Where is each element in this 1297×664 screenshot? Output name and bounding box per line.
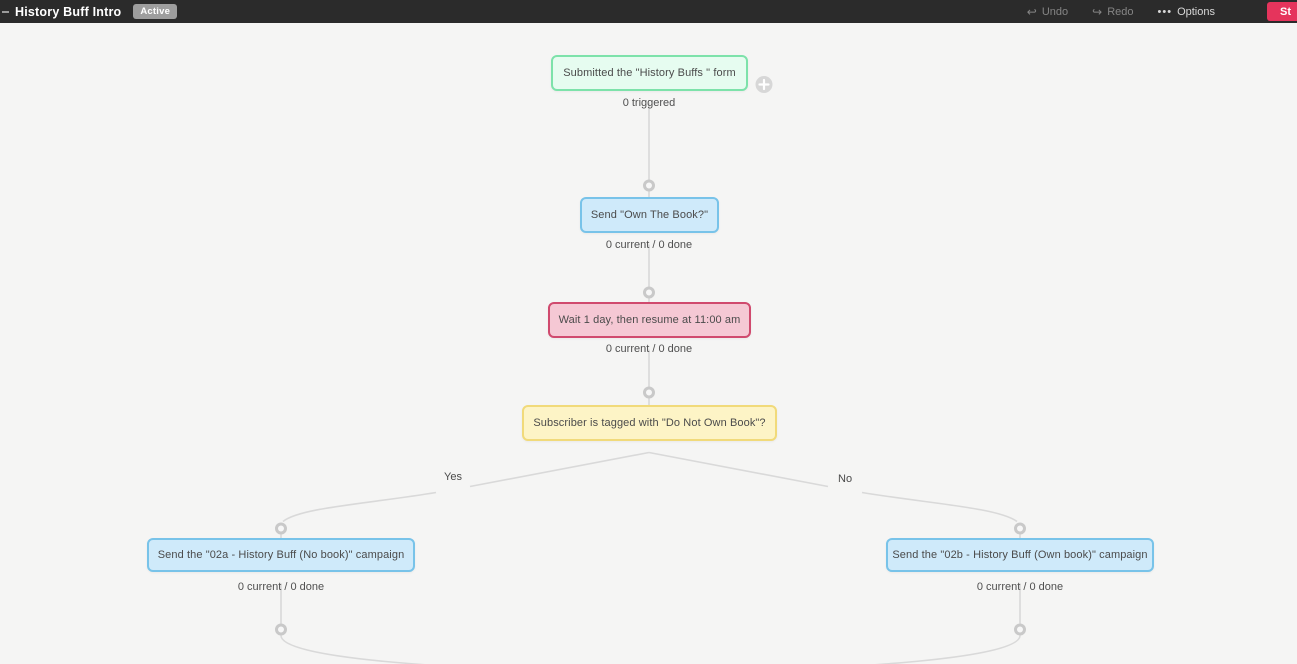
connector-wires bbox=[275, 76, 1026, 664]
wire-right-merge bbox=[874, 635, 1021, 664]
automation-canvas: Submitted the "History Buffs " form 0 tr… bbox=[0, 23, 1297, 664]
campaign-no-book-stat: 0 current / 0 done bbox=[237, 581, 325, 593]
campaign-node-own-book[interactable]: Send the "02b - History Buff (Own book)"… bbox=[886, 538, 1154, 572]
status-badge: Active bbox=[133, 4, 178, 19]
connector-dot[interactable] bbox=[643, 286, 655, 299]
workflow-title[interactable]: History Buff Intro bbox=[15, 4, 122, 19]
undo-icon: ↩ bbox=[1026, 4, 1037, 19]
wire-left-merge bbox=[280, 635, 426, 664]
plus-icon bbox=[758, 78, 770, 91]
topbar-actions: ↩ Undo ↪ Redo ••• Options bbox=[1027, 6, 1215, 18]
branch-label-no: No bbox=[834, 473, 857, 485]
condition-node-label: Subscriber is tagged with "Do Not Own Bo… bbox=[533, 417, 766, 429]
connector-dot[interactable] bbox=[1014, 623, 1026, 636]
send-email-node-label: Send "Own The Book?" bbox=[590, 209, 709, 221]
campaign-node-no-book[interactable]: Send the "02a - History Buff (No book)" … bbox=[147, 538, 415, 572]
stop-button[interactable]: St bbox=[1267, 2, 1297, 21]
trigger-stat: 0 triggered bbox=[622, 97, 676, 109]
undo-label: Undo bbox=[1041, 5, 1069, 18]
campaign-own-book-stat: 0 current / 0 done bbox=[976, 581, 1064, 593]
connector-dot[interactable] bbox=[643, 386, 655, 399]
redo-label: Redo bbox=[1107, 5, 1134, 18]
delay-stat: 0 current / 0 done bbox=[605, 343, 693, 355]
options-button[interactable]: ••• Options bbox=[1158, 6, 1215, 18]
add-node-button[interactable] bbox=[755, 76, 773, 93]
wire-branch-no-lower bbox=[861, 491, 1018, 523]
options-label: Options bbox=[1177, 5, 1215, 18]
topbar: History Buff Intro Active ↩ Undo ↪ Redo … bbox=[0, 0, 1297, 23]
options-dots-icon: ••• bbox=[1157, 5, 1173, 18]
send-email-stat: 0 current / 0 done bbox=[605, 239, 693, 251]
undo-button[interactable]: ↩ Undo bbox=[1027, 6, 1068, 18]
connector-dot[interactable] bbox=[275, 522, 287, 535]
delay-node[interactable]: Wait 1 day, then resume at 11:00 am bbox=[548, 302, 751, 338]
condition-node[interactable]: Subscriber is tagged with "Do Not Own Bo… bbox=[522, 405, 777, 441]
connector-dot[interactable] bbox=[643, 179, 655, 192]
wire-branch-yes-lower bbox=[282, 491, 437, 523]
campaign-no-book-label: Send the "02a - History Buff (No book)" … bbox=[157, 549, 405, 561]
wire-branch-no-upper bbox=[648, 451, 829, 488]
delay-node-label: Wait 1 day, then resume at 11:00 am bbox=[558, 314, 741, 326]
back-arrow-icon[interactable] bbox=[2, 10, 9, 13]
campaign-own-book-label: Send the "02b - History Buff (Own book)"… bbox=[892, 549, 1148, 561]
redo-button[interactable]: ↪ Redo bbox=[1092, 6, 1133, 18]
connector-dot[interactable] bbox=[1014, 522, 1026, 535]
branch-label-yes: Yes bbox=[440, 471, 466, 483]
connector-dot[interactable] bbox=[275, 623, 287, 636]
trigger-node-label: Submitted the "History Buffs " form bbox=[563, 67, 736, 79]
wire-branch-yes-upper bbox=[469, 451, 650, 488]
send-email-node[interactable]: Send "Own The Book?" bbox=[580, 197, 719, 233]
trigger-node[interactable]: Submitted the "History Buffs " form bbox=[551, 55, 748, 91]
redo-icon: ↪ bbox=[1092, 4, 1103, 19]
